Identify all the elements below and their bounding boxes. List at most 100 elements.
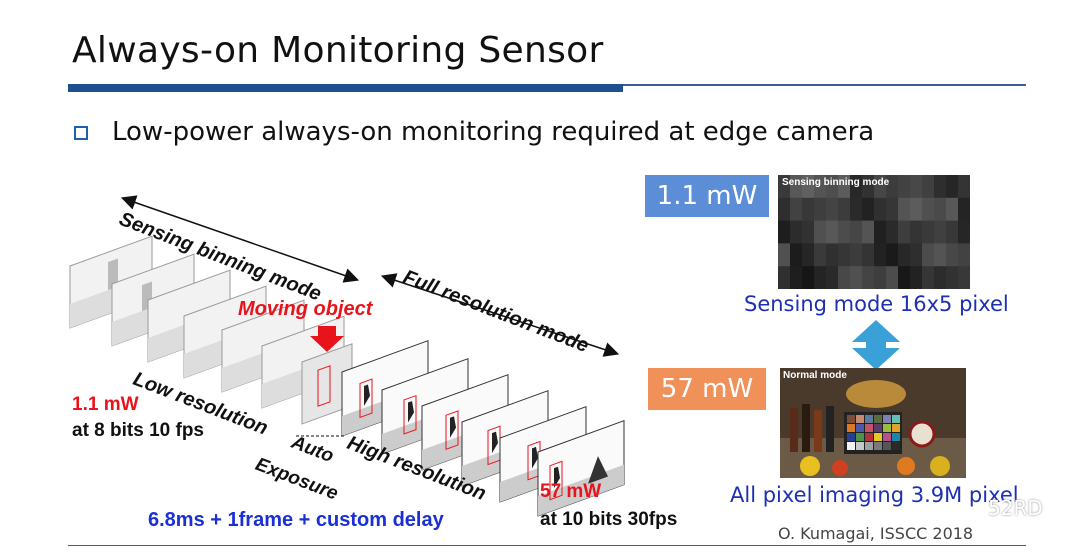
- binned-pixel: [958, 175, 970, 199]
- binned-pixel: [910, 243, 923, 267]
- binned-pixel: [814, 266, 827, 289]
- binned-pixel: [958, 197, 970, 222]
- sensing-binning-image: Sensing binning mode: [778, 175, 970, 289]
- high-res-frames: [341, 340, 625, 517]
- normal-power-badge: 57 mW: [648, 368, 766, 410]
- sensing-image-label: Sensing binning mode: [782, 177, 890, 188]
- binned-pixel: [802, 197, 815, 222]
- binned-pixel: [862, 266, 875, 289]
- binned-pixel: [826, 220, 839, 244]
- binned-pixel: [898, 243, 911, 267]
- binned-pixel: [946, 175, 959, 199]
- binned-pixel: [826, 197, 839, 222]
- binned-pixel: [778, 197, 791, 222]
- watermark-text: 52RD: [988, 496, 1043, 520]
- binned-pixel: [802, 220, 815, 244]
- binned-pixel: [790, 243, 803, 267]
- binned-pixel: [874, 175, 887, 199]
- binned-pixel: [958, 220, 970, 244]
- binned-pixel: [862, 220, 875, 244]
- slide-title: Always-on Monitoring Sensor: [72, 30, 604, 71]
- binned-pixel: [910, 175, 923, 199]
- binned-pixel: [946, 197, 959, 222]
- binned-pixel: [826, 266, 839, 289]
- binned-pixel: [838, 197, 851, 222]
- sensing-range-arrow: [120, 195, 360, 283]
- binned-pixel: [838, 266, 851, 289]
- binned-pixel: [790, 266, 803, 289]
- binned-pixel: [874, 220, 887, 244]
- binned-pixel: [922, 220, 935, 244]
- footer-rule: [68, 545, 1026, 546]
- binned-pixel: [910, 266, 923, 289]
- binned-pixel: [946, 243, 959, 267]
- binned-pixel: [874, 243, 887, 267]
- binned-pixel: [898, 266, 911, 289]
- binned-pixel: [826, 243, 839, 267]
- still-life-photo: [780, 368, 966, 478]
- binned-pixel: [922, 197, 935, 222]
- binned-pixel: [922, 175, 935, 199]
- normal-image-label: Normal mode: [783, 370, 847, 381]
- moving-object-arrow-icon: [310, 326, 344, 352]
- binned-pixel: [850, 266, 863, 289]
- high-power-value: 57 mW: [540, 481, 602, 502]
- moving-object-label: Moving object: [238, 298, 373, 320]
- low-power-detail: at 8 bits 10 fps: [72, 420, 204, 441]
- binned-pixel: [886, 266, 899, 289]
- binned-pixel: [922, 243, 935, 267]
- binned-pixel: [910, 197, 923, 222]
- binned-pixel: [934, 197, 947, 222]
- binned-pixel: [862, 197, 875, 222]
- binned-pixel: [802, 243, 815, 267]
- binned-pixel: [958, 243, 970, 267]
- binned-pixel: [934, 243, 947, 267]
- citation-credit: O. Kumagai, ISSCC 2018: [778, 524, 974, 543]
- full-range-arrow: [380, 273, 620, 357]
- binned-pixel: [850, 197, 863, 222]
- binned-pixel: [838, 175, 851, 199]
- binned-pixel: [838, 220, 851, 244]
- binned-pixel: [862, 243, 875, 267]
- high-power-detail: at 10 bits 30fps: [540, 509, 678, 530]
- binned-pixel: [790, 220, 803, 244]
- binned-pixel: [946, 266, 959, 289]
- binned-pixel: [850, 220, 863, 244]
- binned-pixel: [778, 175, 791, 199]
- binned-pixel: [886, 197, 899, 222]
- title-rule-accent: [68, 84, 623, 92]
- normal-mode-image: Normal mode: [780, 368, 966, 478]
- binned-pixel: [934, 220, 947, 244]
- color-checker-chart: [844, 412, 902, 454]
- binned-pixel: [790, 175, 803, 199]
- binning-pixel-grid: [778, 175, 970, 289]
- binned-pixel: [814, 243, 827, 267]
- binned-pixel: [778, 266, 791, 289]
- latency-label: 6.8ms + 1frame + custom delay: [148, 509, 444, 531]
- bullet-square-icon: [74, 126, 88, 140]
- sensing-power-badge: 1.1 mW: [645, 175, 769, 217]
- binned-pixel: [874, 266, 887, 289]
- binned-pixel: [778, 243, 791, 267]
- bullet-text: Low-power always-on monitoring required …: [112, 117, 875, 147]
- binned-pixel: [898, 197, 911, 222]
- binned-pixel: [862, 175, 875, 199]
- binned-pixel: [790, 197, 803, 222]
- binned-pixel: [778, 220, 791, 244]
- binned-pixel: [958, 266, 970, 289]
- binned-pixel: [850, 243, 863, 267]
- binned-pixel: [802, 175, 815, 199]
- normal-caption: All pixel imaging 3.9M pixel: [730, 483, 1019, 507]
- binned-pixel: [850, 175, 863, 199]
- binned-pixel: [886, 220, 899, 244]
- binned-pixel: [814, 175, 827, 199]
- binned-pixel: [898, 175, 911, 199]
- binned-pixel: [838, 243, 851, 267]
- low-res-frames: [69, 235, 353, 425]
- binned-pixel: [814, 197, 827, 222]
- binned-pixel: [886, 243, 899, 267]
- binned-pixel: [802, 266, 815, 289]
- binned-pixel: [934, 175, 947, 199]
- binned-pixel: [874, 197, 887, 222]
- binned-pixel: [910, 220, 923, 244]
